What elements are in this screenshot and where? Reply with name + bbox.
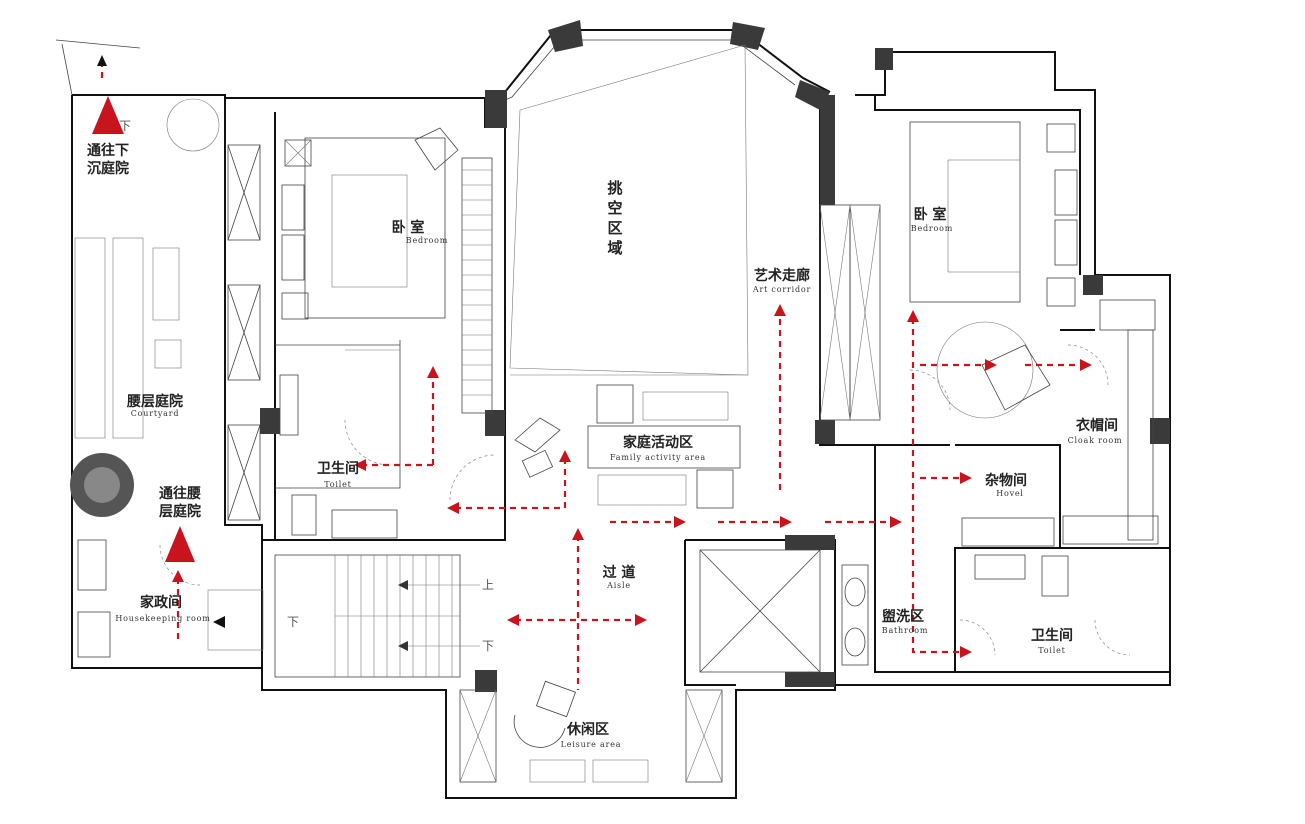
bedroom-right-label: 卧 室 — [914, 206, 947, 223]
leisure-en: Leisure area — [561, 740, 622, 749]
void-label-4: 域 — [607, 239, 622, 257]
courtyard-label: 腰层庭院 — [126, 393, 183, 410]
stair-down-label-3: 下 — [119, 119, 131, 133]
void-label-2: 空 — [607, 199, 622, 217]
leisure-label: 休闲区 — [566, 721, 609, 738]
stair-down-label-2: 下 — [287, 615, 299, 629]
cloak-room-en: Cloak room — [1068, 436, 1123, 445]
courtyard-en: Courtyard — [131, 409, 180, 418]
housekeeping-en: Housekeeping room — [115, 614, 210, 623]
structural-columns — [260, 20, 1170, 692]
bedroom-left-label: 卧 室 — [392, 219, 425, 236]
aisle-en: Aisle — [606, 581, 631, 590]
toilet-right-en: Toilet — [1038, 646, 1065, 655]
bedroom-right-en: Bedroom — [911, 224, 953, 233]
aisle-label: 过 道 — [603, 564, 636, 581]
family-activity-label: 家庭活动区 — [623, 434, 693, 451]
stair-up-label: 上 — [482, 578, 494, 592]
armchair-icon — [414, 127, 459, 171]
family-activity-en: Family activity area — [610, 453, 706, 462]
arrow-up-icon — [92, 96, 124, 134]
art-corridor-en: Art corridor — [752, 285, 811, 294]
void-label-1: 挑 — [607, 179, 622, 197]
art-corridor-label: 艺术走廊 — [754, 267, 810, 284]
void-label-3: 区 — [607, 219, 622, 237]
arrow-up-icon — [165, 526, 195, 562]
circulation-flow — [97, 55, 1092, 690]
housekeeping-label: 家政间 — [140, 594, 182, 611]
hovel-en: Hovel — [996, 489, 1024, 498]
bedroom-left-en: Bedroom — [406, 236, 448, 245]
to-sunken-courtyard-1: 通往下 — [87, 142, 129, 159]
toilet-left-en: Toilet — [324, 480, 351, 489]
hovel-label: 杂物间 — [985, 472, 1027, 489]
to-waist-courtyard-1: 通往腰 — [159, 485, 201, 502]
to-sunken-courtyard-2: 沉庭院 — [87, 160, 129, 177]
room-labels: 卧 室 Bedroom 卧 室 Bedroom 挑 空 区 域 艺术走廊 Art… — [87, 119, 1122, 749]
outer-walls — [55, 29, 1171, 799]
toilet-left-label: 卫生间 — [317, 460, 359, 477]
cloak-room-label: 衣帽间 — [1076, 417, 1118, 434]
bathroom-label: 盥洗区 — [882, 608, 924, 625]
stair-down-label: 下 — [482, 639, 494, 653]
tree-icon — [166, 98, 220, 152]
to-waist-courtyard-2: 层庭院 — [159, 503, 201, 520]
fixtures — [70, 44, 1159, 783]
bathroom-en: Bathroom — [882, 626, 928, 635]
lounge-chair-icon — [981, 344, 1051, 411]
toilet-right-label: 卫生间 — [1031, 627, 1073, 644]
